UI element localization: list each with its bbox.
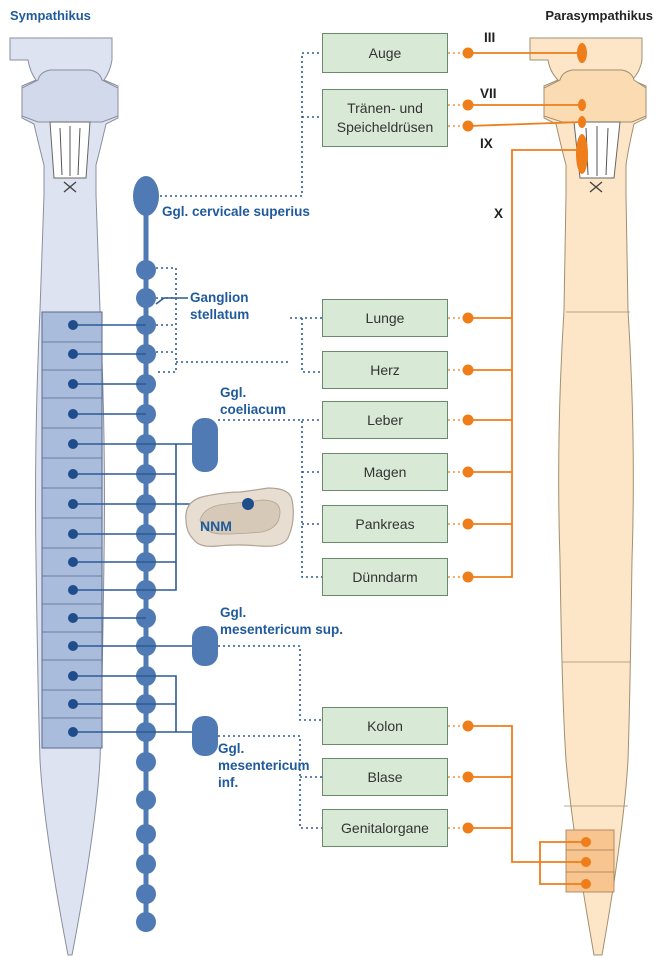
dotted-connections xyxy=(156,53,322,828)
organ-lunge: Lunge xyxy=(322,299,448,337)
organ-connector-lines xyxy=(448,53,463,828)
ganglion-mesentericum-inf-label: Ggl. mesentericum inf. xyxy=(218,740,310,791)
organ-ganglion-dots xyxy=(463,48,474,834)
organ-blase: Blase xyxy=(322,758,448,796)
nerve-label-x: X xyxy=(494,206,503,221)
adrenal-medulla-label: NNM xyxy=(200,518,232,534)
organ-leber: Leber xyxy=(322,401,448,439)
left-spinal-cord xyxy=(10,38,118,955)
organ-pankreas: Pankreas xyxy=(322,505,448,543)
ganglion-coeliacum-label: Ggl. coeliacum xyxy=(220,384,286,418)
sympathetic-header: Sympathikus xyxy=(10,8,91,23)
ganglion-cervicale-label: Ggl. cervicale superius xyxy=(162,203,310,220)
organ-auge: Auge xyxy=(322,33,448,73)
organ-herz: Herz xyxy=(322,351,448,389)
organ-genitalorgane: Genitalorgane xyxy=(322,809,448,847)
organ-kolon: Kolon xyxy=(322,707,448,745)
nerve-label-iii: III xyxy=(484,30,495,45)
ganglion-mesentericum-sup-label: Ggl. mesentericum sup. xyxy=(220,604,343,638)
right-spinal-cord xyxy=(530,38,646,955)
organ-magen: Magen xyxy=(322,453,448,491)
prevertebral-ganglia xyxy=(192,418,218,756)
nerve-label-vii: VII xyxy=(480,86,497,101)
parasympathetic-header: Parasympathikus xyxy=(545,8,653,23)
organ-traenen-speicheldruesen: Tränen- und Speicheldrüsen xyxy=(322,89,448,147)
ganglion-stellatum-label: Ganglion stellatum xyxy=(190,289,249,323)
organ-duenndarm: Dünndarm xyxy=(322,558,448,596)
nerve-label-ix: IX xyxy=(480,136,493,151)
sympathetic-chain xyxy=(133,176,159,932)
